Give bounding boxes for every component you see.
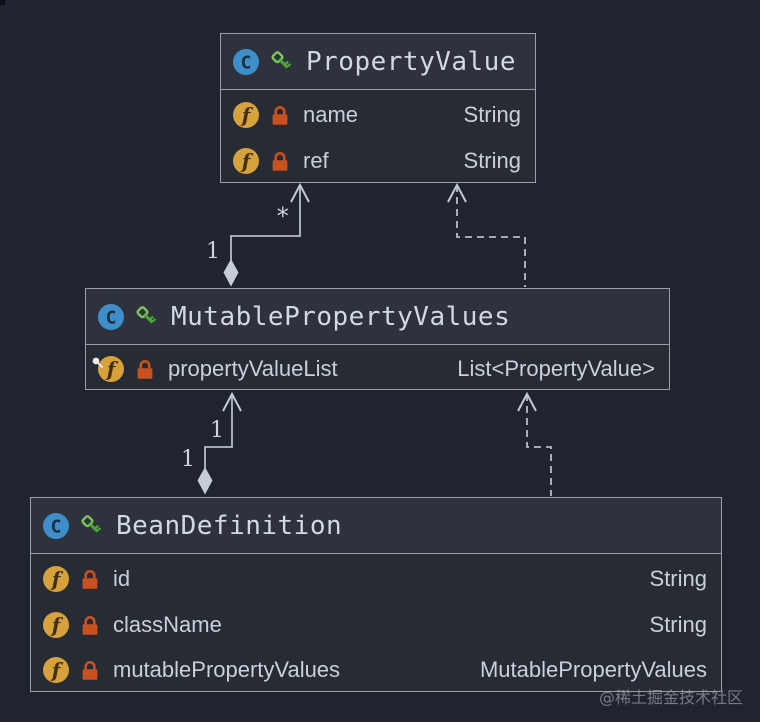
multiplicity-label-star: * [277,204,289,230]
field-row[interactable]: className String [31,602,721,648]
open-arrowhead [222,391,242,412]
class-header[interactable]: BeanDefinition [31,498,721,554]
field-type: String [463,102,521,127]
field-name: mutablePropertyValues [113,657,341,683]
fields-section: name String ref String [221,90,535,186]
field-type: String [649,565,707,591]
field-name: propertyValueList [168,356,338,381]
open-arrowhead [517,391,537,412]
class-node-propertyvalue[interactable]: PropertyValue name String ref String [220,33,536,183]
field-type: List<PropertyValue> [457,356,655,381]
class-title: BeanDefinition [116,510,343,541]
class-header[interactable]: MutablePropertyValues [86,289,669,345]
multiplicity-label-one: 1 [206,239,220,264]
field-type: String [649,611,707,637]
field-row[interactable]: mutablePropertyValues MutablePropertyVal… [31,647,721,693]
field-row[interactable]: ref String [221,138,535,184]
field-icon [233,148,259,174]
multiplicity-label-one: 1 [210,418,224,443]
class-node-mutablepropertyvalues[interactable]: MutablePropertyValues propertyValueList … [85,288,670,390]
class-icon [233,48,259,75]
aggregation-edge-beandefinition-to-mpv[interactable] [197,391,242,495]
lock-icon [136,358,154,380]
field-row[interactable]: name String [221,92,535,138]
aggregation-edge-mpv-to-propertyvalue[interactable] [223,182,310,287]
fields-section: propertyValueList List<PropertyValue> [86,345,669,393]
class-icon [98,303,124,330]
field-icon [233,102,259,128]
key-icon [136,306,157,327]
lock-icon [81,614,99,636]
field-name: name [303,102,359,127]
edge-path [456,185,526,287]
screenshot-corner-artifact [0,0,5,5]
multiplicity-label-one: 1 [181,447,195,472]
field-type: MutablePropertyValues [479,657,707,683]
lock-icon [81,568,99,590]
edge-path [230,185,301,260]
class-title: PropertyValue [306,46,516,77]
lock-icon [271,104,289,126]
fields-section: id String className String mutableProper… [31,554,721,695]
diamond-arrowhead [197,467,213,495]
class-title: MutablePropertyValues [171,301,511,332]
field-row[interactable]: id String [31,556,721,602]
pin-icon [91,350,105,376]
watermark: @稀土掘金技术社区 [598,688,743,707]
field-type: String [463,148,521,173]
dependency-edge-mpv-to-propertyvalue[interactable] [447,182,526,287]
open-arrowhead [290,182,310,203]
lock-icon [81,659,99,682]
diamond-arrowhead [223,259,239,287]
dependency-edge-beandefinition-to-mpv[interactable] [517,391,552,496]
class-node-beandefinition[interactable]: BeanDefinition id String className Strin… [30,497,722,692]
field-icon [43,565,69,592]
class-icon [43,512,69,539]
field-icon [43,657,69,684]
field-icon [43,611,69,638]
key-icon [81,515,102,536]
field-row[interactable]: propertyValueList List<PropertyValue> [86,347,669,391]
edge-path [526,394,552,496]
lock-icon [271,150,289,172]
field-name: className [113,611,222,637]
class-header[interactable]: PropertyValue [221,34,535,90]
field-name: ref [303,148,329,173]
field-name: id [113,565,131,591]
open-arrowhead [447,182,467,203]
key-icon [271,51,292,72]
